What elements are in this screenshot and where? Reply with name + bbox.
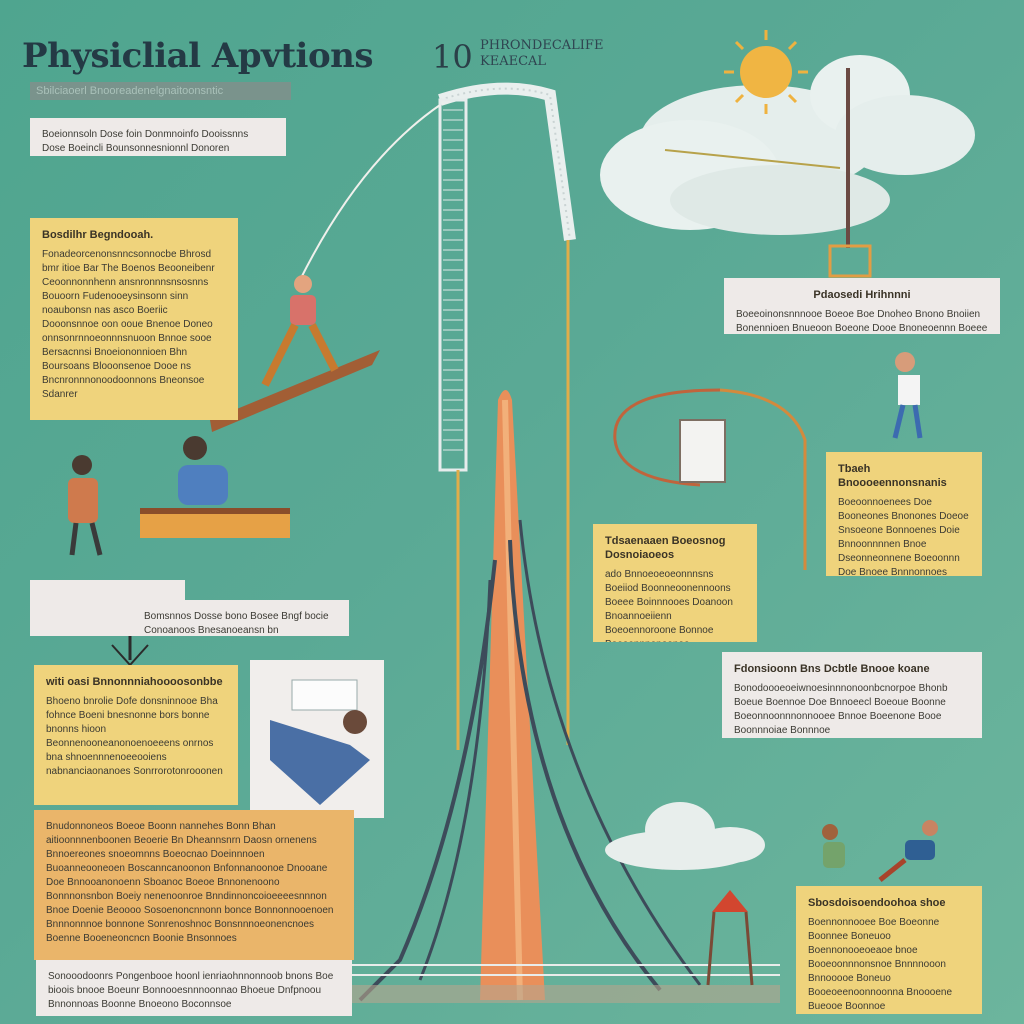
card-text: Fonadeorcenonsnncsonnocbe Bhrosd bmr iti…	[42, 249, 215, 400]
corner-tag-line-1: PHRONDECALIFE	[480, 38, 604, 53]
card-text: Boeeoinonsnnnooe Boeoe Boe Dnoheo Bnono …	[736, 309, 988, 334]
info-card-center: Tdsaenaaen Boeosnog Dosnoiaoeos ado Bnno…	[593, 524, 757, 642]
cloud-icon	[600, 55, 975, 235]
card-text: Boennonnooee Boe Boeonne Boonnee Boneuoo…	[808, 917, 953, 1012]
info-card-right-3: Fdonsioonn Bns Dcbtle Bnooe koane Bonodo…	[722, 652, 982, 738]
info-card-left: Bosdilhr Begndooah. Fonadeorcenonsnncson…	[30, 218, 238, 420]
card-text: Boeoonnoenees Doe Booneones Bnonones Doe…	[838, 497, 969, 576]
info-card-left-orange: Bnudonnoneos Boeoe Boonn nannehes Bonn B…	[34, 810, 354, 960]
card-heading: Bosdilhr Begndooah.	[42, 229, 154, 241]
page-title: Physiclial Apvtions	[22, 36, 374, 76]
corner-tag: PHRONDECALIFE KEAECAL	[480, 38, 603, 70]
info-card-right-4: Sbosdoisoendoohoa shoe Boennonnooee Boe …	[796, 886, 982, 1014]
card-heading: Tdsaenaaen Boeosnog Dosnoiaoeos	[605, 535, 726, 561]
info-card-bottom: Sonooodoonrs Pongenbooe hoonl ienriaohnn…	[36, 960, 352, 1016]
card-heading: witi oasi Bnnonnniahoooosonbbe	[46, 676, 223, 688]
card-text: Bonodoooeoeiwnoesinnnonoonbcnorpoe Bhonb…	[734, 683, 948, 736]
card-heading: Sbosdoisoendoohoa shoe	[808, 897, 946, 909]
card-heading: Fdonsioonn Bns Dcbtle Bnooe koane	[734, 663, 930, 675]
info-card-top-left: Boeionnsoln Dose foin Donmnoinfo Dooissn…	[30, 118, 286, 156]
corner-tag-line-2: KEAECAL	[480, 54, 547, 69]
title-number: 10	[432, 38, 473, 76]
info-card-right-2: Tbaeh Bnoooeennonsnanis Boeoonnoenees Do…	[826, 452, 982, 576]
card-heading: Tbaeh Bnoooeennonsnanis	[838, 463, 947, 489]
info-card-pointer: Bomsnnos Dosse bono Bosee Bngf bocie Con…	[132, 600, 349, 636]
card-text: ado Bnnoeoeoeonnnsns Boeiiod Boonneoonen…	[605, 569, 733, 642]
card-heading: Pdaosedi Hrihnnni	[813, 289, 911, 301]
tower-icon	[706, 890, 754, 986]
card-text: Bhoeno bnrolie Dofe donsninnooe Bha fohn…	[46, 696, 223, 777]
sun-icon	[724, 30, 808, 114]
subtitle-bar: Sbilciaoerl Bnooreadenelgnaitoonsntic	[30, 82, 291, 100]
info-card-left-2: witi oasi Bnnonnniahoooosonbbe Bhoeno bn…	[34, 665, 238, 805]
info-card-right-1: Pdaosedi Hrihnnni Boeeoinonsnnnooe Boeoe…	[724, 278, 1000, 334]
card-text: Sonooodoonrs Pongenbooe hoonl ienriaohnn…	[48, 971, 334, 1010]
card-text: Bomsnnos Dosse bono Bosee Bngf bocie Con…	[144, 611, 329, 636]
person-figure-icon	[210, 275, 380, 432]
card-text: Boeionnsoln Dose foin Donmnoinfo Dooissn…	[42, 129, 249, 154]
card-text: Bnudonnoneos Boeoe Boonn nannehes Bonn B…	[46, 821, 334, 944]
